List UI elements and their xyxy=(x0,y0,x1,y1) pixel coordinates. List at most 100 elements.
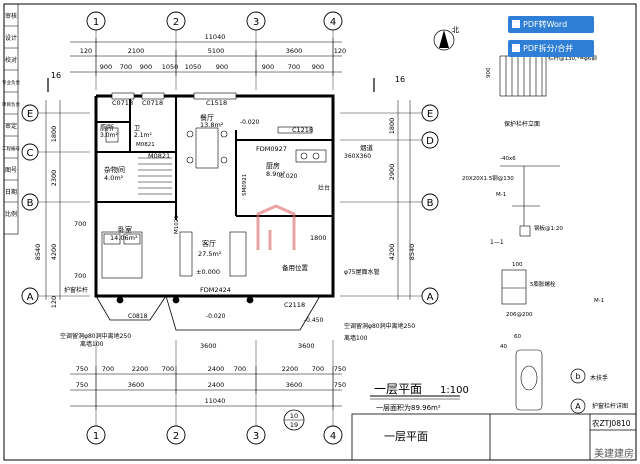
tag-door: M0821 xyxy=(148,152,170,160)
tb-label: 校对 xyxy=(5,56,17,64)
tb-label: 日期 xyxy=(5,188,17,196)
dim-top-detail: 900 xyxy=(140,63,152,71)
plan-scale: 1:100 xyxy=(440,385,469,396)
tb-label: 工程编号 xyxy=(2,145,20,152)
watermark-logo xyxy=(256,204,296,250)
plan-area-note: 一层面积为89.96m² xyxy=(376,403,441,412)
rail-caption: 保护栏杆立面 xyxy=(504,120,540,128)
dim-left-part: 120 xyxy=(50,296,58,308)
room-area: 14.06m² xyxy=(110,234,138,242)
tb-label: 图号 xyxy=(5,167,17,174)
north-label: 北 xyxy=(452,26,459,34)
dim-bottom-detail: 700 xyxy=(102,365,114,373)
rail-note: 护窗栏杆 xyxy=(64,286,88,294)
bottom-title-row xyxy=(351,413,637,461)
height-note: 离墙100 xyxy=(344,334,368,342)
dim-bottom-detail: 700 xyxy=(234,365,246,373)
grid-row-label: A xyxy=(27,292,34,303)
tag-window: C2118 xyxy=(284,301,305,309)
height-note: 离墙100 xyxy=(80,340,104,348)
dim-top-detail: 900 xyxy=(100,63,112,71)
grid-row-label: B xyxy=(27,198,34,209)
tb-label: 审核 xyxy=(5,12,17,20)
level-mark: -0.020 xyxy=(206,313,226,320)
spare-label: 备用位置 xyxy=(282,263,309,272)
stair-hatch xyxy=(138,157,172,195)
pdf-to-word-button[interactable]: PDF转Word xyxy=(508,16,594,33)
dim-bottom-detail: 2200 xyxy=(282,365,299,373)
sheet-border xyxy=(3,3,637,461)
drawing-number: 农ZTJ0810 xyxy=(592,418,631,428)
grid-row-label: E xyxy=(27,109,33,120)
section-mark-left: 16 xyxy=(51,71,61,80)
grid-col-label: 4 xyxy=(330,431,336,442)
bottom-dimensions xyxy=(70,366,342,410)
dim-top-detail: 700 xyxy=(120,63,132,71)
dim-top-span: 3600 xyxy=(286,47,303,55)
dim-top-span: 120 xyxy=(334,47,346,55)
room-area: 2.1m² xyxy=(134,132,152,139)
detail-dim: 206@200 xyxy=(506,312,533,318)
grid-col-label: 2 xyxy=(173,431,179,442)
grid-col-label: 2 xyxy=(173,17,179,28)
bolt-detail xyxy=(501,269,543,411)
grid-row-label: B xyxy=(427,198,434,209)
room-name: 厕所 xyxy=(100,123,114,132)
dim-top-detail: 700 xyxy=(288,63,300,71)
room-name: 卫 xyxy=(134,125,140,132)
detail-spec: 20X20X1.5钢@130 xyxy=(462,174,514,182)
dim-right-total: 8540 xyxy=(408,244,416,261)
dim-top-overall: 11040 xyxy=(205,33,226,41)
dim-bottom-detail: 750 xyxy=(334,365,346,373)
grid-columns xyxy=(86,11,343,445)
title-strip-cells: 审核 设计 校对 专业负责 项目负责 审定 工程编号 图号 日期 比例 xyxy=(2,12,20,218)
dim-bottom-detail: 700 xyxy=(312,365,324,373)
dim-misc: 3600 xyxy=(200,342,217,350)
room-name: 杂物间 xyxy=(104,165,125,174)
dim-misc: 700 xyxy=(74,272,86,280)
dim-top-detail: 900 xyxy=(312,63,324,71)
grid-rows xyxy=(21,104,439,305)
dim-top-detail: 1050 xyxy=(162,63,179,71)
dim-right-part: 1800 xyxy=(388,118,396,135)
grid-col-label: 4 xyxy=(330,17,336,28)
document-icon xyxy=(512,20,520,28)
tag-window: C0818 xyxy=(128,313,148,320)
room-name: 餐厅 xyxy=(200,113,214,122)
north-arrow xyxy=(433,29,455,51)
tag-door: SM0921 xyxy=(242,174,248,196)
rail-section xyxy=(500,165,560,237)
dim-top-span: 120 xyxy=(80,47,92,55)
dim-misc: 3600 xyxy=(298,342,315,350)
detail-mark: M-1 xyxy=(496,192,506,198)
tag-window: C1518 xyxy=(206,99,227,107)
detail-circle-label: b xyxy=(575,372,580,381)
dim-left-part: 1800 xyxy=(50,126,58,143)
ref-num: 10 xyxy=(290,412,298,420)
room-area: 3.0m² xyxy=(100,132,118,139)
dim-misc: 700 xyxy=(74,220,86,228)
furniture xyxy=(101,127,327,279)
side-dimensions xyxy=(45,100,411,300)
tag-window: C0718 xyxy=(142,99,163,107)
detail-plate: 钢板@1:20 xyxy=(534,224,563,232)
rail-spec: 栏杆@130,*=φ6钢 xyxy=(548,54,597,62)
detail-dim: 60 xyxy=(514,334,521,340)
dim-bottom-detail: 700 xyxy=(162,365,174,373)
room-name: 卧室 xyxy=(118,225,132,234)
dim-left-part: 4200 xyxy=(50,244,58,261)
kitchen-tag: 灶台 xyxy=(318,184,330,192)
dim-top-span: 5100 xyxy=(208,47,225,55)
grid-row-label: C xyxy=(27,148,34,159)
dim-top-detail: 1050 xyxy=(185,63,202,71)
tag-door: M0821 xyxy=(136,142,155,148)
rail-detail-caption: 护窗栏杆详图 xyxy=(592,402,628,410)
drain-label: φ75屋面水管 xyxy=(344,268,380,276)
ac-note: 空调留洞φ80洞中离地250 xyxy=(344,322,415,330)
pdf-split-merge-button[interactable]: PDF拆分/合并 xyxy=(508,40,594,57)
room-area: 13.8m² xyxy=(200,121,224,129)
tb-label: 专业负责 xyxy=(2,79,20,86)
ac-note: 空调留洞φ80洞中离地250 xyxy=(60,332,131,340)
rail-elevation xyxy=(499,55,547,97)
title-strip xyxy=(3,3,19,235)
